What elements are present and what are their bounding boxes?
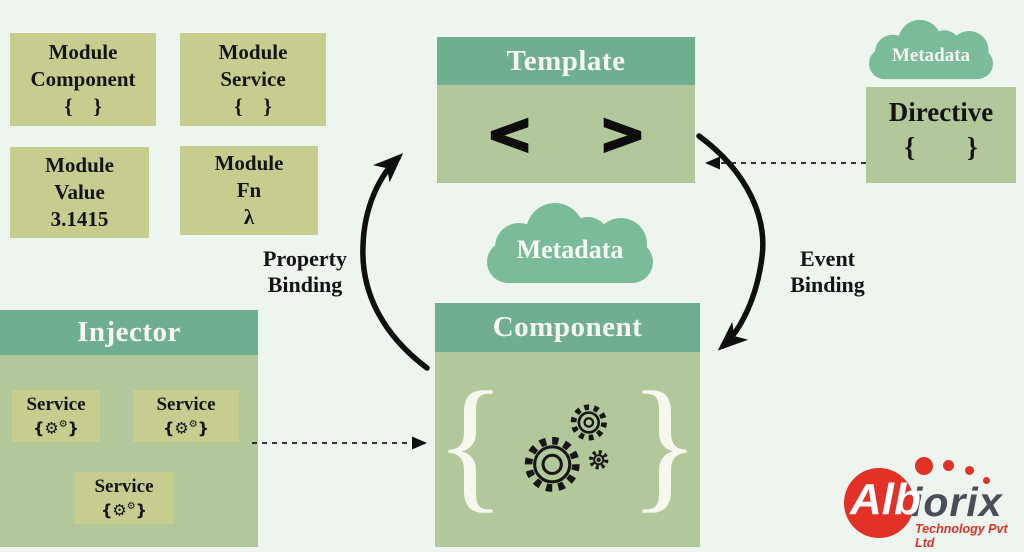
service-box-3: Service {⚙⚙} [75,472,173,524]
template-box: Template < > [437,37,695,183]
module-service-line1: Module [218,40,288,64]
angle-brackets-icon: < > [437,85,695,183]
directive-brace-left: { [904,132,915,162]
module-fn-lambda: λ [243,205,255,229]
service-box-2: Service {⚙⚙} [133,390,239,442]
angle-bracket-left: < [485,100,534,168]
module-component-braces: { } [64,94,102,118]
service-2-gear-glyph: {⚙⚙} [162,418,210,438]
service-box-1: Service {⚙⚙} [12,390,100,442]
gear-small-icon: ⚙ [58,419,68,431]
property-binding-label: Property Binding [263,246,347,297]
component-box: Component { } [435,303,700,547]
logo-text-iorix: iorix [911,479,1003,525]
angle-bracket-right: > [598,100,647,168]
module-service-braces: { } [234,94,272,118]
module-component-line1: Module [48,40,118,64]
injector-title: Injector [0,310,258,355]
directive-title: Directive [888,97,994,127]
albiorix-logo: Alb iorix Technology Pvt Ltd [838,445,1024,550]
module-fn-line1: Module [214,151,284,175]
event-binding-label: Event Binding [790,246,865,297]
gear-small-icon: ⚙ [126,501,136,513]
module-fn-line2: Fn [236,178,262,202]
injector-box: Injector Service {⚙⚙} Service {⚙⚙} Servi… [0,310,258,547]
service-1-label: Service [26,394,86,416]
module-fn-box: Module Fn λ [180,146,318,235]
logo-dot-icon [943,460,954,471]
logo-tagline: Technology Pvt Ltd [915,522,1008,550]
directive-brace-right: } [967,132,978,162]
component-body: { } [435,352,700,547]
gear-small-icon: ⚙ [188,419,198,431]
module-value-number: 3.1415 [50,207,109,231]
module-value-line1: Module [45,153,114,177]
service-3-gear-glyph: {⚙⚙} [100,500,148,520]
logo-text-alb: Alb [850,475,921,524]
module-component-box: Module Component { } [10,33,156,126]
logo-dot-icon [965,466,974,475]
template-title: Template [437,37,695,85]
metadata-cloud-center-label: Metadata [516,235,624,264]
gear-icon: ⚙ [112,500,127,520]
logo-red-circle [844,468,914,538]
gear-icon: ⚙ [174,418,189,438]
metadata-cloud-top-right-label: Metadata [891,45,971,66]
service-3-label: Service [94,476,154,498]
directive-braces: { } [866,132,1016,163]
gear-icon: ⚙ [44,418,59,438]
service-1-gear-glyph: {⚙⚙} [32,418,80,438]
module-component-line2: Component [30,67,136,91]
module-value-box: Module Value 3.1415 [10,147,149,238]
directive-box: Directive { } [866,87,1016,183]
logo-dot-icon [983,477,990,484]
cloud-icon [487,203,653,283]
service-2-label: Service [156,394,216,416]
module-service-box: Module Service { } [180,33,326,126]
metadata-cloud-top-right: Metadata [860,14,1002,88]
logo-dot-icon [915,457,933,475]
component-title: Component [435,303,700,352]
gears-icon [524,404,609,492]
metadata-cloud-center: Metadata [475,195,665,295]
property-binding-arrow [360,153,430,371]
event-binding-arrow [696,133,766,351]
module-value-line2: Value [54,180,105,204]
module-service-line2: Service [220,67,286,91]
cloud-icon [868,19,994,80]
